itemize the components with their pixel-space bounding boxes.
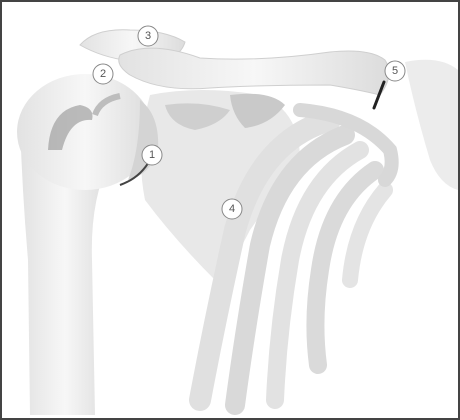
marker-3: 3 — [138, 26, 158, 46]
marker-3-label: 3 — [145, 30, 151, 42]
marker-4-label: 4 — [229, 203, 235, 215]
marker-1: 1 — [142, 145, 162, 165]
marker-2: 2 — [93, 64, 113, 84]
marker-5-label: 5 — [392, 65, 398, 77]
marker-4: 4 — [222, 199, 242, 219]
marker-5: 5 — [385, 61, 405, 81]
marker-2-label: 2 — [100, 68, 106, 80]
marker-1-label: 1 — [149, 149, 155, 161]
